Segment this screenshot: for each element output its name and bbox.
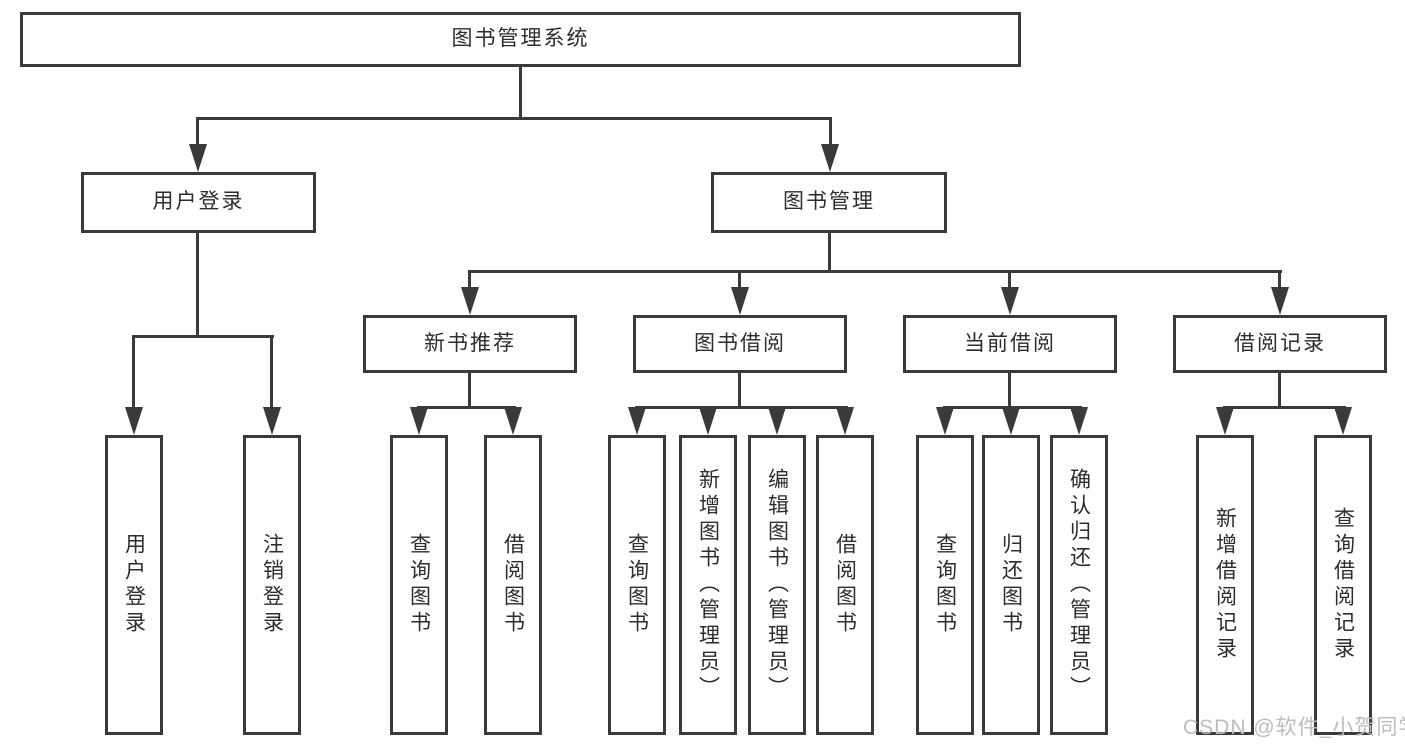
leaf-bb-borrow-books-label: 借阅图书 <box>833 533 857 637</box>
arrowhead-br-query <box>1334 407 1352 435</box>
connector-book-borrow-stem <box>738 372 741 409</box>
node-current-borrow-label: 当前借阅 <box>964 331 1056 355</box>
leaf-br-query-record-label: 查询借阅记录 <box>1331 507 1355 663</box>
node-book-borrow-label: 图书借阅 <box>694 331 786 355</box>
node-user-login-label: 用户登录 <box>152 190 245 214</box>
leaf-bb-query-books-label: 查询图书 <box>625 533 649 637</box>
arrowhead-cb-confirm <box>1070 407 1088 435</box>
leaf-bb-edit-books-admin: 编辑图书（管理员） <box>748 435 806 735</box>
leaf-bb-add-books-admin-label: 新增图书（管理员） <box>696 468 720 702</box>
leaf-bb-edit-books-admin-label: 编辑图书（管理员） <box>765 468 789 702</box>
connector-root-rail <box>196 117 832 120</box>
leaf-user-login-label: 用户登录 <box>122 533 146 637</box>
arrowhead-borrow-records <box>1271 287 1289 315</box>
arrowhead-bb-edit <box>768 407 786 435</box>
leaf-logout: 注销登录 <box>243 435 301 735</box>
csdn-watermark: CSDN @软件_小贺同学 <box>1183 716 1405 739</box>
arrowhead-book-borrow <box>731 287 749 315</box>
leaf-bb-borrow-books: 借阅图书 <box>816 435 874 735</box>
node-borrow-records: 借阅记录 <box>1173 315 1387 373</box>
connector-new-book-rail <box>417 406 516 409</box>
node-current-borrow: 当前借阅 <box>903 315 1117 373</box>
connector-root-stem <box>519 67 522 120</box>
leaf-cb-query-books-label: 查询图书 <box>933 533 957 637</box>
arrowhead-bb-borrow <box>836 407 854 435</box>
leaf-cb-return-books: 归还图书 <box>982 435 1040 735</box>
node-borrow-records-label: 借阅记录 <box>1234 331 1326 355</box>
arrowhead-nb-borrow <box>504 407 522 435</box>
arrowhead-logout-leaf <box>263 407 281 435</box>
connector-book-mgmt-stem <box>828 232 831 273</box>
connector-drop-user-login <box>196 117 199 147</box>
connector-drop-current-borrow <box>1008 270 1011 290</box>
connector-user-login-rail <box>132 335 274 338</box>
connector-borrow-records-stem <box>1278 372 1281 409</box>
node-new-book-recommend-label: 新书推荐 <box>424 331 516 355</box>
node-user-login: 用户登录 <box>81 172 316 233</box>
connector-drop-book-borrow <box>738 270 741 290</box>
connector-user-login-stem <box>196 232 199 338</box>
leaf-cb-confirm-return-admin: 确认归还（管理员） <box>1050 435 1108 735</box>
connector-drop-book-management <box>829 117 832 147</box>
leaf-nb-borrow-books: 借阅图书 <box>484 435 542 735</box>
arrowhead-new-book <box>461 287 479 315</box>
leaf-br-add-record-label: 新增借阅记录 <box>1213 507 1237 663</box>
connector-drop-new-book <box>468 270 471 290</box>
arrowhead-bb-query <box>628 407 646 435</box>
node-book-borrow: 图书借阅 <box>633 315 847 373</box>
connector-drop-logout-leaf <box>270 335 273 409</box>
node-book-management-label: 图书管理 <box>783 190 875 214</box>
leaf-logout-label: 注销登录 <box>260 533 284 637</box>
node-new-book-recommend: 新书推荐 <box>363 315 577 373</box>
node-library-system: 图书管理系统 <box>20 12 1021 67</box>
node-library-system-label: 图书管理系统 <box>451 27 590 51</box>
node-book-management: 图书管理 <box>711 172 947 233</box>
arrowhead-cb-query <box>936 407 954 435</box>
leaf-cb-query-books: 查询图书 <box>916 435 974 735</box>
arrowhead-nb-query <box>410 407 428 435</box>
arrowhead-login-leaf <box>125 407 143 435</box>
connector-drop-login-leaf <box>132 335 135 409</box>
leaf-cb-return-books-label: 归还图书 <box>999 533 1023 637</box>
arrowhead-user-login <box>189 144 207 172</box>
arrowhead-cb-return <box>1002 407 1020 435</box>
leaf-nb-borrow-books-label: 借阅图书 <box>501 533 525 637</box>
leaf-nb-query-books-label: 查询图书 <box>407 533 431 637</box>
connector-drop-borrow-records <box>1278 270 1281 290</box>
arrowhead-br-add <box>1216 407 1234 435</box>
leaf-bb-query-books: 查询图书 <box>608 435 666 735</box>
leaf-nb-query-books: 查询图书 <box>390 435 448 735</box>
leaf-br-add-record: 新增借阅记录 <box>1196 435 1254 735</box>
arrowhead-current-borrow <box>1001 287 1019 315</box>
leaf-cb-confirm-return-admin-label: 确认归还（管理员） <box>1067 468 1091 702</box>
connector-current-borrow-stem <box>1008 372 1011 409</box>
connector-book-borrow-rail <box>635 406 848 409</box>
connector-new-book-stem <box>468 372 471 409</box>
leaf-br-query-record: 查询借阅记录 <box>1314 435 1372 735</box>
arrowhead-bb-add <box>699 407 717 435</box>
arrowhead-book-management <box>821 144 839 172</box>
leaf-user-login: 用户登录 <box>105 435 163 735</box>
connector-book-mgmt-rail <box>468 270 1282 273</box>
leaf-bb-add-books-admin: 新增图书（管理员） <box>679 435 737 735</box>
connector-borrow-records-rail <box>1223 406 1346 409</box>
